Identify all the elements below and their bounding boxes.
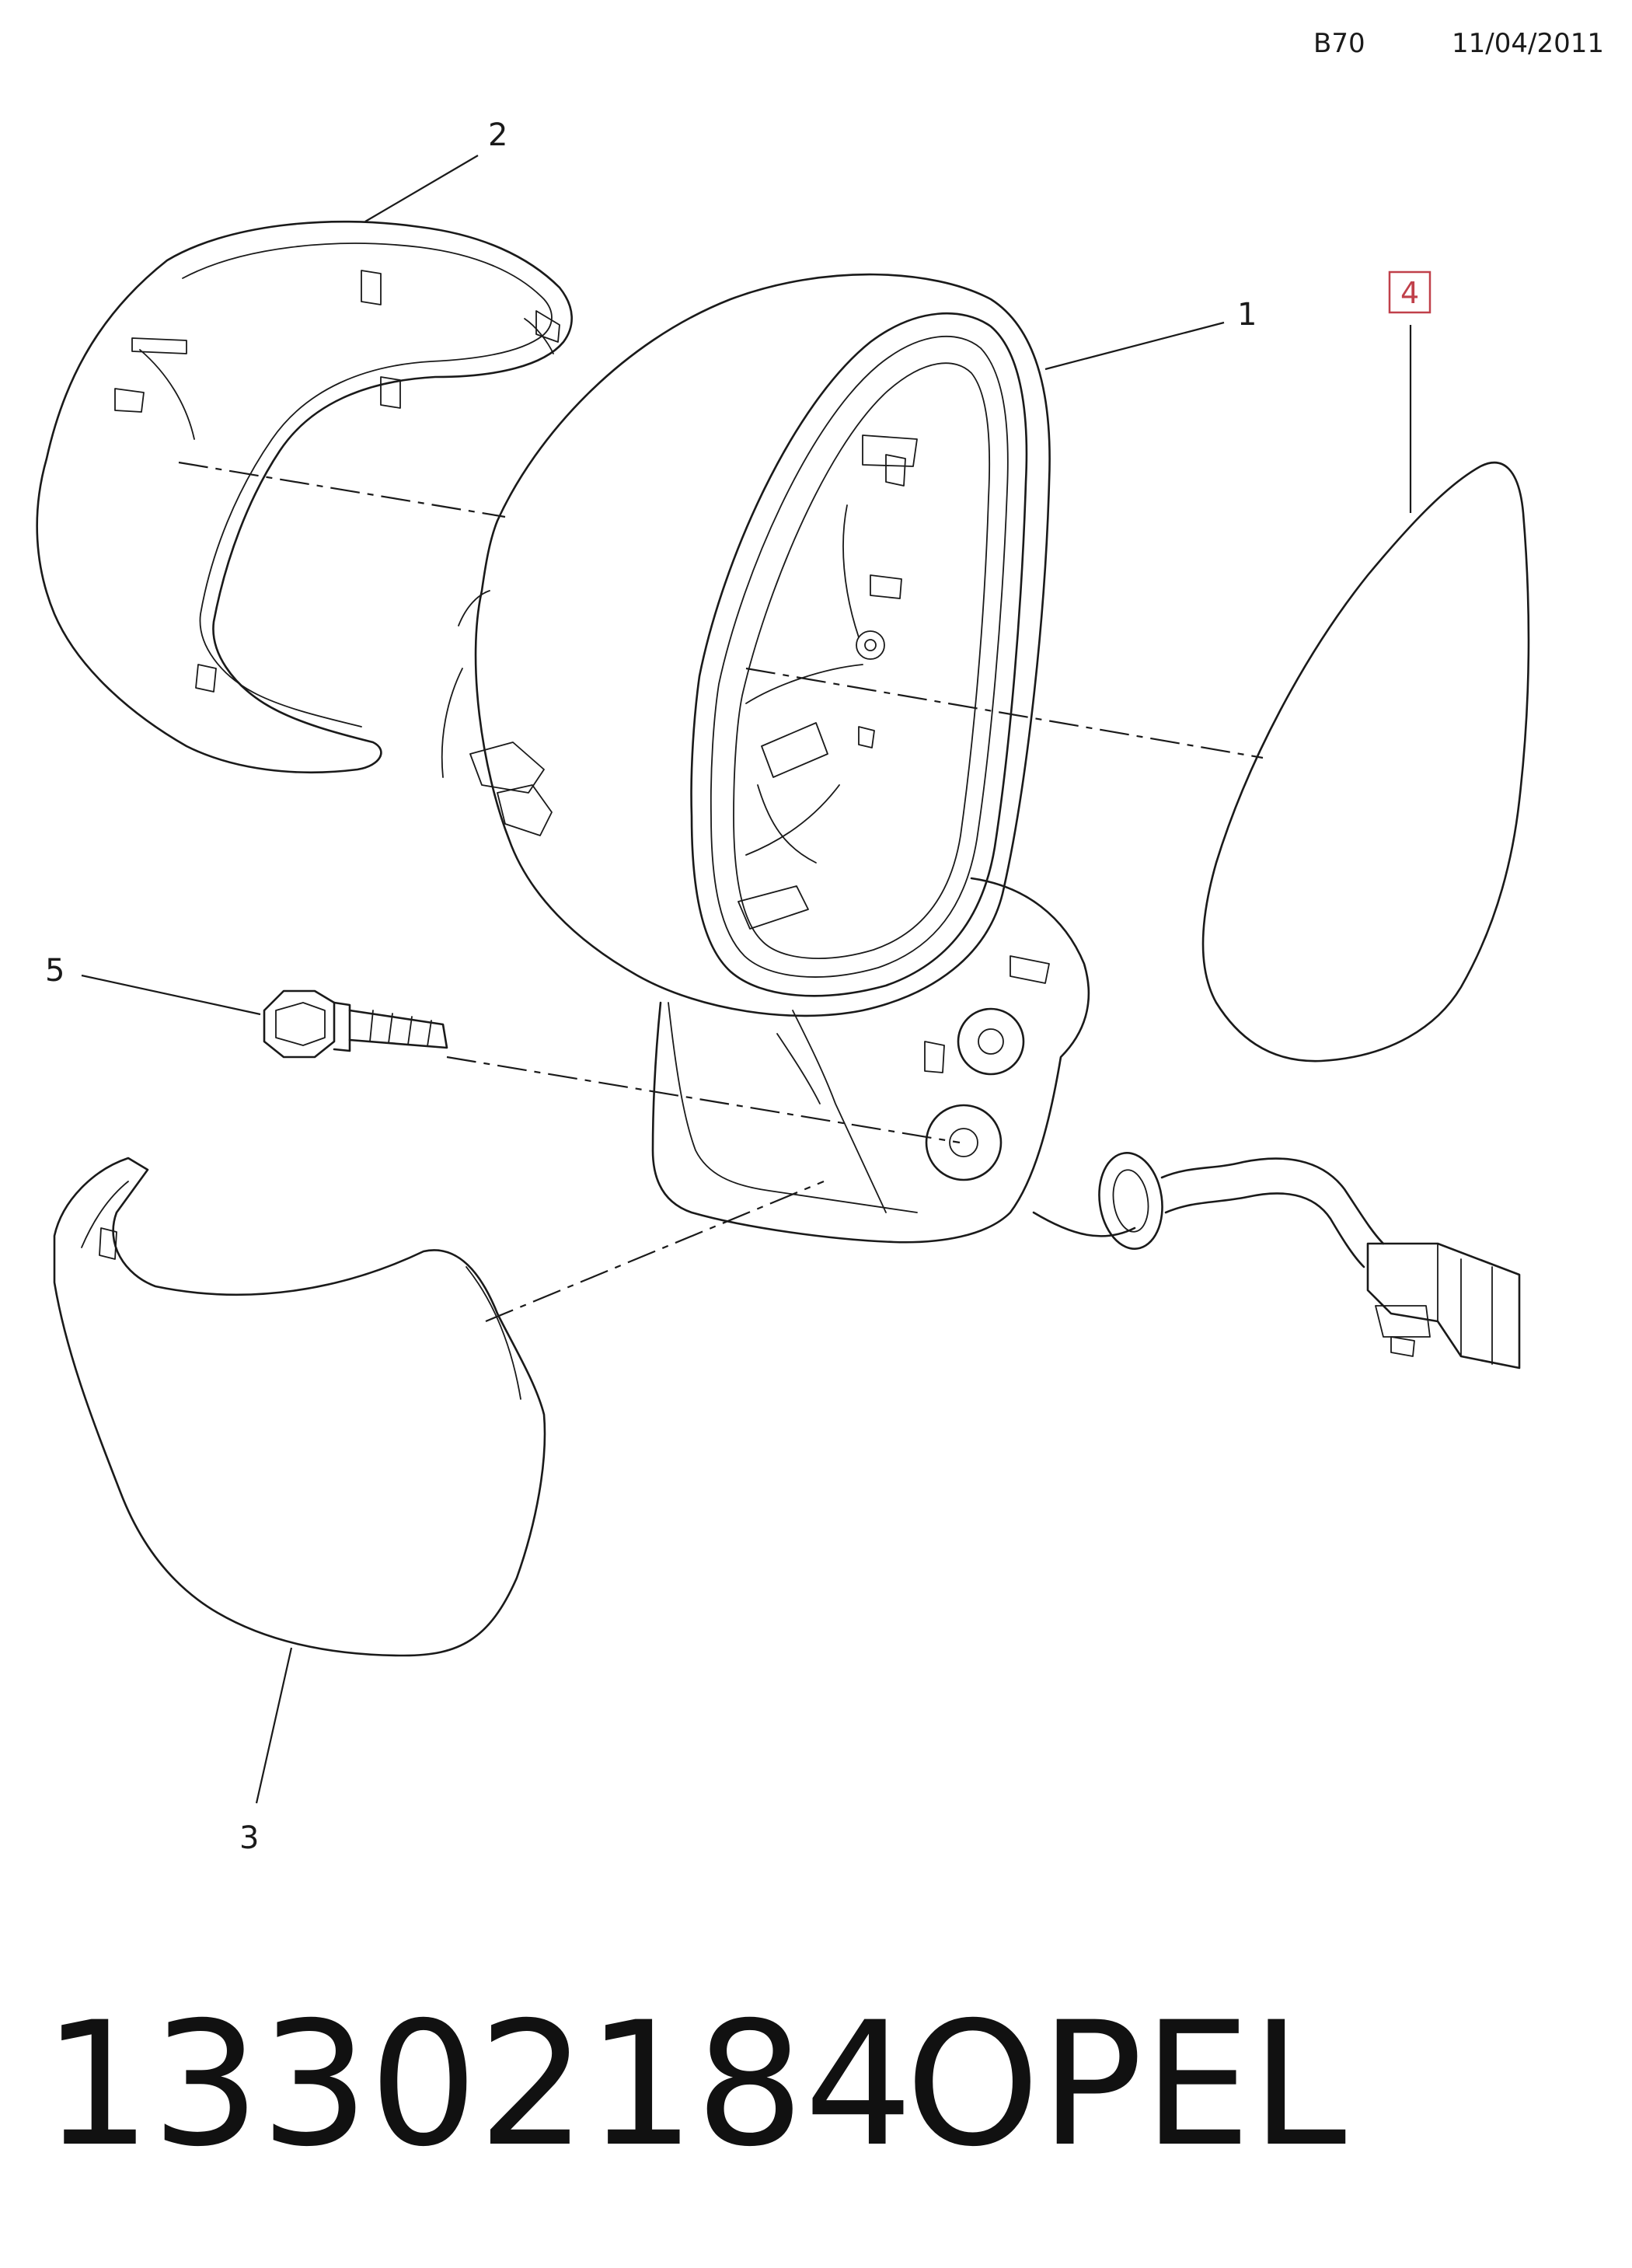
callout-4: 4 (1400, 276, 1419, 310)
assembly-line-glass (745, 667, 1264, 759)
bolt-part (263, 989, 448, 1059)
assembly-line-cover (178, 461, 506, 518)
lower-cover-part (53, 1157, 546, 1657)
upper-cover-part (36, 220, 573, 774)
callout-3: 3 (239, 1820, 259, 1856)
callout-5: 5 (45, 953, 65, 989)
part-number: 13302184 (43, 1985, 913, 2184)
callout-leader-1 (1044, 321, 1225, 371)
mirror-housing-part (441, 273, 1521, 1370)
callout-4-highlight-box (1388, 270, 1431, 314)
callout-leader-2 (364, 155, 479, 222)
callout-1: 1 (1237, 297, 1257, 333)
assembly-line-bolt (446, 1055, 961, 1144)
callout-2: 2 (488, 117, 507, 153)
diagram-code: B70 (1313, 28, 1365, 59)
callout-leader-5 (81, 974, 261, 1016)
diagram-date: 11/04/2011 (1452, 28, 1604, 59)
callout-leader-3 (255, 1647, 293, 1804)
assembly-line-lower-cover (485, 1180, 825, 1323)
mirror-glass-part (1201, 461, 1530, 1062)
brand-name: OPEL (905, 1985, 1346, 2184)
